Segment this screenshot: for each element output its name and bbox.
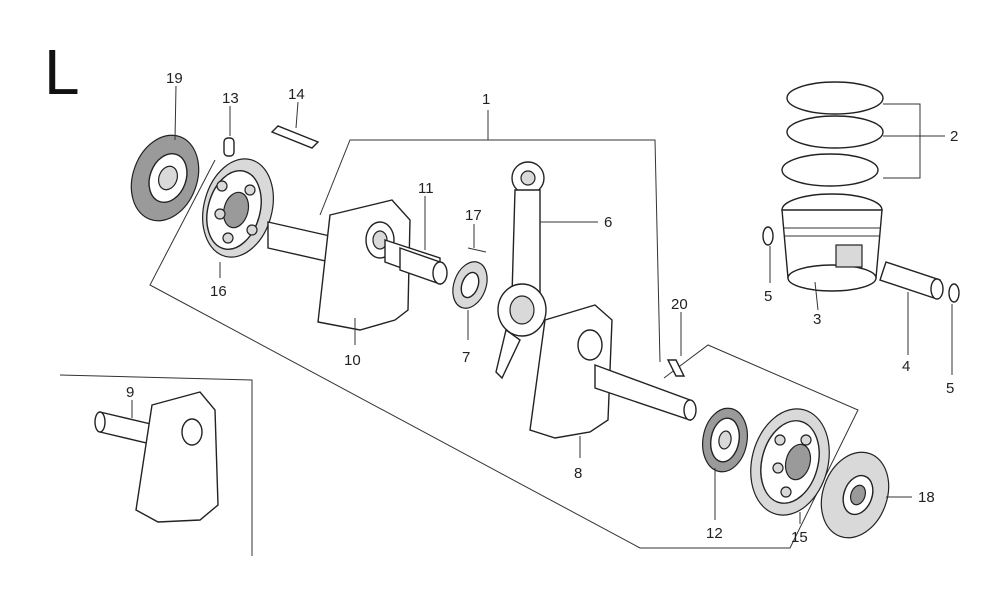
callout-8: 8 xyxy=(574,465,582,482)
callout-12: 12 xyxy=(706,525,723,542)
callout-labels: 1 2 3 4 5 5 6 7 8 9 10 11 12 13 14 15 16… xyxy=(126,70,958,546)
part-15-bearing xyxy=(750,408,830,516)
part-18-seal xyxy=(820,451,890,539)
assembly-bracket-1 xyxy=(149,110,859,549)
callout-20: 20 xyxy=(671,296,688,313)
part-5-clip-left xyxy=(762,226,774,246)
callout-4: 4 xyxy=(902,358,910,375)
part-9-crank-assembly-inset xyxy=(94,391,219,523)
part-17-pin xyxy=(467,247,487,253)
callout-17: 17 xyxy=(465,207,482,224)
callout-18: 18 xyxy=(918,489,935,506)
part-19-seal-plate xyxy=(130,134,200,222)
callout-19: 19 xyxy=(166,70,183,87)
callout-3: 3 xyxy=(813,311,821,328)
part-12-gear xyxy=(702,407,748,473)
part-2-piston-rings xyxy=(781,81,884,187)
section-letter: L xyxy=(44,36,80,108)
callout-5-right: 5 xyxy=(946,380,954,397)
leader-lines xyxy=(131,85,953,524)
part-16-bearing xyxy=(202,158,274,258)
part-14-key xyxy=(270,125,320,149)
callout-5-left: 5 xyxy=(764,288,772,305)
callout-13: 13 xyxy=(222,90,239,107)
part-3-piston xyxy=(781,193,883,292)
part-6-connecting-rod xyxy=(495,161,547,380)
part-5-clip-right xyxy=(948,283,960,303)
part-11-crank-pin xyxy=(399,247,448,285)
part-8-crank-half xyxy=(529,304,697,439)
part-10-crank-half xyxy=(267,199,441,331)
callout-14: 14 xyxy=(288,86,305,103)
part-20-key xyxy=(666,359,686,377)
callout-1: 1 xyxy=(482,91,490,108)
callout-15: 15 xyxy=(791,529,808,546)
callout-10: 10 xyxy=(344,352,361,369)
callout-9: 9 xyxy=(126,384,134,401)
callout-16: 16 xyxy=(210,283,227,300)
part-13-dowel-pin xyxy=(223,137,235,157)
callout-11: 11 xyxy=(418,180,434,197)
callout-2: 2 xyxy=(950,128,958,145)
callout-6: 6 xyxy=(604,214,612,231)
part-7-needle-bearing xyxy=(452,261,488,309)
callout-7: 7 xyxy=(462,349,470,366)
part-4-piston-pin xyxy=(879,261,944,300)
inset-frame xyxy=(59,374,253,556)
